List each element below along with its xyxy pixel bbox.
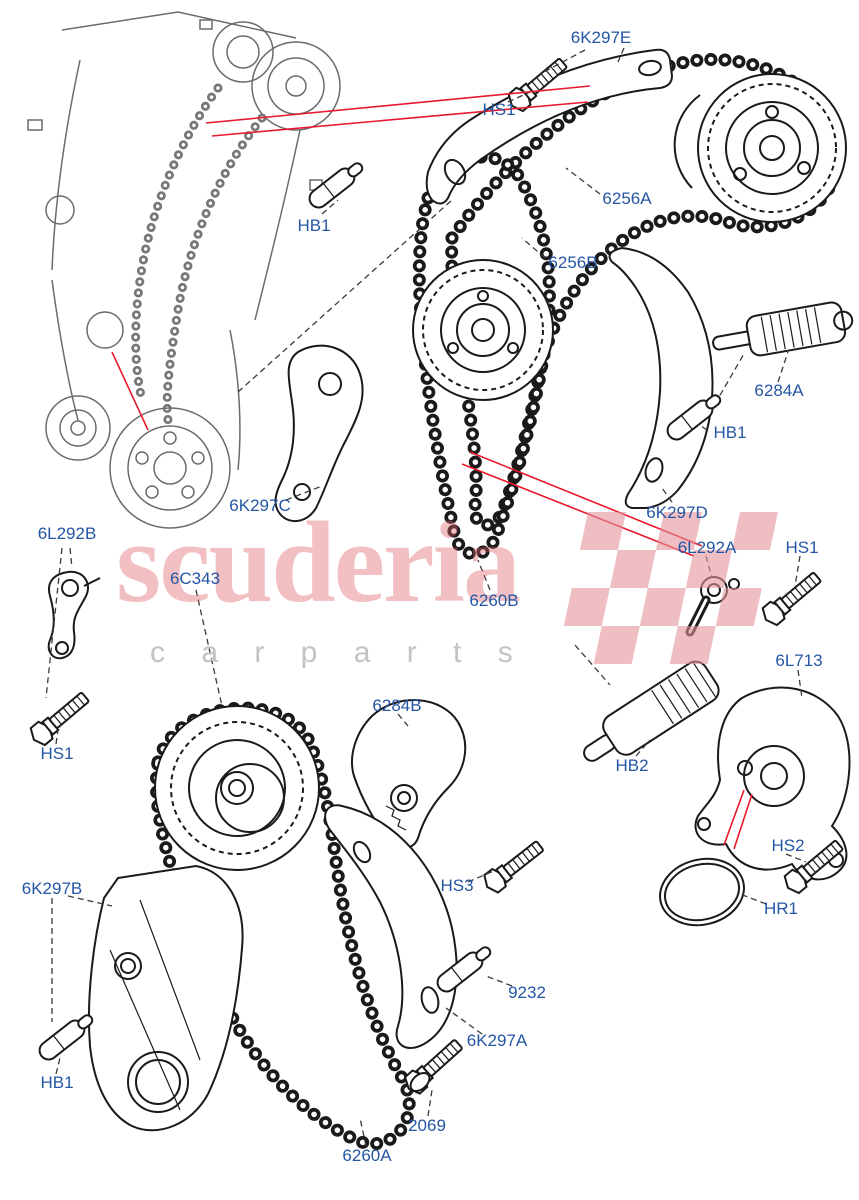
callout-6l713[interactable]: 6L713: [775, 651, 823, 670]
chain-guide-right-6K297D: [608, 246, 714, 509]
vvt-sprocket-right-6256A: [673, 73, 847, 223]
callout-6k297a[interactable]: 6K297A: [466, 1031, 528, 1050]
callout-6284a[interactable]: 6284A: [754, 381, 804, 400]
callout-6260b[interactable]: 6260B: [469, 591, 519, 610]
callout-9232[interactable]: 9232: [508, 983, 546, 1002]
callout-6256a[interactable]: 6256A: [602, 189, 652, 208]
callout-hb1-right[interactable]: HB1: [713, 423, 747, 442]
tensioner-housing-6L713: [694, 686, 851, 881]
callout-6256b[interactable]: 6256B: [548, 253, 598, 272]
callout-6c343[interactable]: 6C343: [169, 569, 221, 588]
callout-hs1-right[interactable]: HS1: [785, 538, 819, 557]
callout-hs1-left[interactable]: HS1: [40, 744, 74, 763]
bolt-HS3: [479, 836, 548, 897]
callout-hb1-top[interactable]: HB1: [297, 216, 331, 235]
pin-HB1-top: [304, 157, 368, 213]
chain-tensioner-HB2: [583, 660, 720, 762]
callout-hs1-top[interactable]: HS1: [482, 100, 516, 119]
callout-6l292a[interactable]: 6L292A: [677, 538, 737, 557]
callout-hr1[interactable]: HR1: [763, 899, 799, 918]
callout-6k297b[interactable]: 6K297B: [21, 879, 83, 898]
timing-chain-upper-right: [445, 53, 845, 532]
lever-6L292B: [47, 570, 101, 660]
engine-overview-art: [27, 11, 341, 529]
callout-6k297c[interactable]: 6K297C: [229, 496, 291, 515]
guide-plate-6K297B: [87, 864, 244, 1132]
callout-6l292b[interactable]: 6L292B: [37, 524, 97, 543]
tensioner-arm-6284B: [351, 699, 467, 850]
bolt-HS1-left: [25, 687, 94, 750]
callout-2069[interactable]: 2069: [408, 1116, 446, 1135]
vvt-sprocket-center-6256B: [412, 259, 554, 401]
callout-hs2[interactable]: HS2: [771, 836, 805, 855]
callout-hb1-bottom[interactable]: HB1: [40, 1073, 74, 1092]
callout-6k297d[interactable]: 6K297D: [646, 503, 708, 522]
sprocket-cluster-6C343: [154, 705, 320, 871]
pin-HB1-bottom: [34, 1009, 98, 1065]
callout-6260a[interactable]: 6260A: [342, 1146, 392, 1165]
o-ring-HR1: [659, 857, 745, 927]
watermark-flag-icon: [563, 512, 778, 664]
chain-guide-lower-6K297A: [324, 804, 458, 1049]
callout-6284b[interactable]: 6284B: [372, 696, 422, 715]
callout-hs3[interactable]: HS3: [440, 876, 474, 895]
callout-6k297e[interactable]: 6K297E: [570, 28, 632, 47]
bolt-HS1-right: [757, 567, 826, 630]
callout-hb2[interactable]: HB2: [615, 756, 649, 775]
chain-guide-center-6K297C: [274, 344, 364, 523]
chain-tensioner-6284A: [712, 301, 854, 357]
bolt-2069: [400, 1034, 467, 1098]
